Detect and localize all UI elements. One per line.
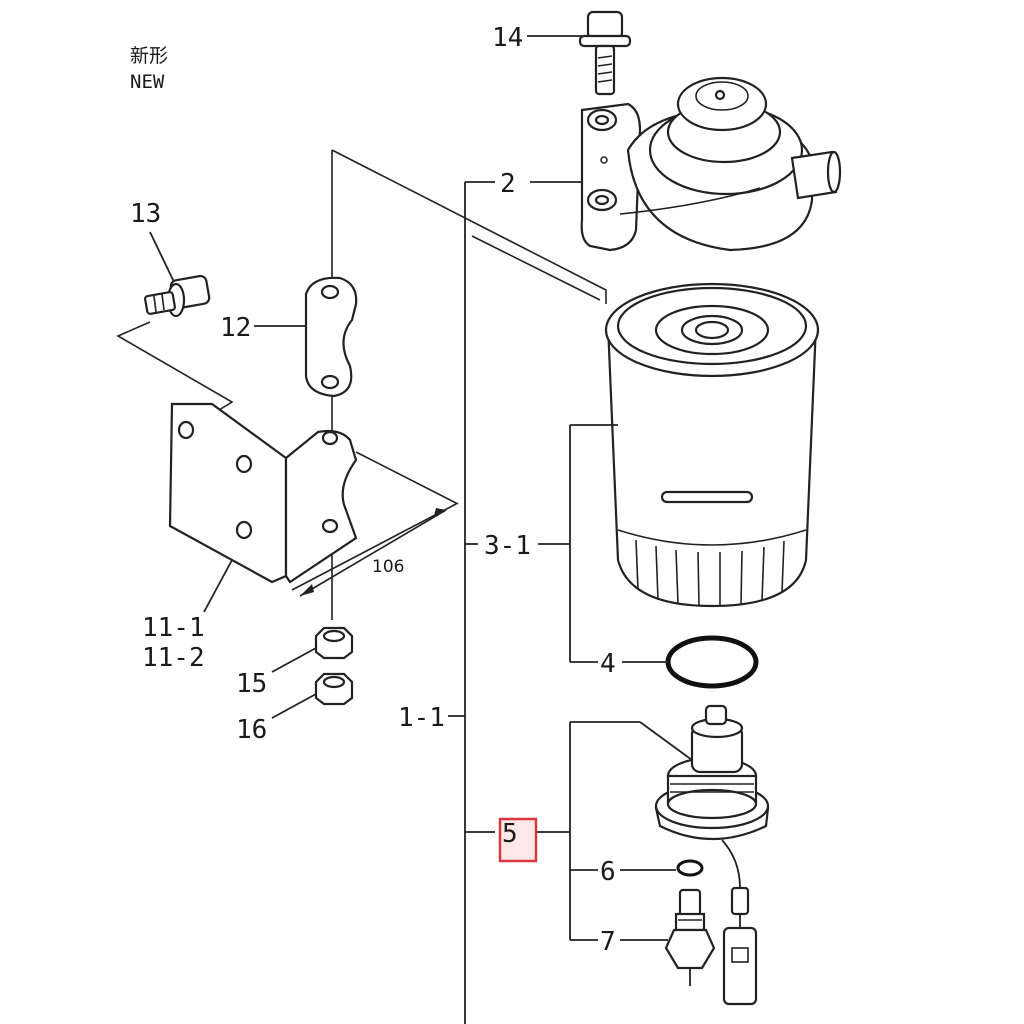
title-en: NEW xyxy=(130,71,165,93)
callout-15[interactable]: 15 xyxy=(236,669,267,699)
plate-12[interactable] xyxy=(304,276,358,398)
drain-plug-7[interactable] xyxy=(664,888,716,986)
o-ring-4[interactable] xyxy=(665,635,759,689)
nut-15[interactable] xyxy=(314,626,354,660)
leader-11 xyxy=(203,559,233,613)
o-ring-6[interactable] xyxy=(676,859,704,877)
filter-head-2[interactable] xyxy=(580,76,842,252)
small-o-ring-icon xyxy=(676,859,704,877)
filter-element-3-1[interactable] xyxy=(604,282,820,608)
callout-6[interactable]: 6 xyxy=(600,857,616,887)
hex-flange-bolt-icon xyxy=(578,10,632,96)
leader-15 xyxy=(271,647,317,673)
leader-16 xyxy=(271,693,317,719)
o-ring-icon xyxy=(665,635,759,689)
nut-16[interactable] xyxy=(314,672,354,706)
dimension-106: 106 xyxy=(291,451,459,597)
filter-head-icon xyxy=(580,76,842,252)
callout-4[interactable]: 4 xyxy=(600,649,616,679)
callout-2[interactable]: 2 xyxy=(500,169,516,199)
bolt-14[interactable] xyxy=(578,10,632,96)
hex-flange-bolt-icon xyxy=(144,274,211,318)
assembly-guide-lines xyxy=(116,149,607,620)
callout-1-1[interactable]: 1-1 xyxy=(398,703,445,733)
angle-bracket-icon xyxy=(168,402,358,584)
drain-plug-icon xyxy=(664,888,716,986)
callout-5[interactable]: 5 xyxy=(502,819,518,849)
leader-5 xyxy=(536,721,693,941)
leader-3-1 xyxy=(538,424,618,663)
hex-nut-icon xyxy=(314,672,354,706)
dimension-value: 106 xyxy=(372,557,404,577)
water-sensor-5[interactable] xyxy=(654,704,770,1006)
spacer-plate-icon xyxy=(304,276,358,398)
hex-nut-icon xyxy=(314,626,354,660)
water-sensor-icon xyxy=(654,704,770,1006)
callout-11-2[interactable]: 11-2 xyxy=(142,643,205,673)
spin-on-filter-icon xyxy=(604,282,820,608)
assembly-bracket-1-1 xyxy=(448,181,495,1024)
callout-12[interactable]: 12 xyxy=(220,313,251,343)
callout-7[interactable]: 7 xyxy=(600,927,616,957)
callout-14[interactable]: 14 xyxy=(492,23,523,53)
callout-11-1[interactable]: 11-1 xyxy=(142,613,205,643)
bolt-13[interactable] xyxy=(144,274,211,318)
leader-13 xyxy=(149,231,175,283)
title-jp: 新形 xyxy=(130,45,168,67)
callout-3-1[interactable]: 3-1 xyxy=(484,531,531,561)
callout-16[interactable]: 16 xyxy=(236,715,267,745)
callout-13[interactable]: 13 xyxy=(130,199,161,229)
highlight-box xyxy=(498,817,538,863)
bracket-11[interactable] xyxy=(168,402,358,584)
